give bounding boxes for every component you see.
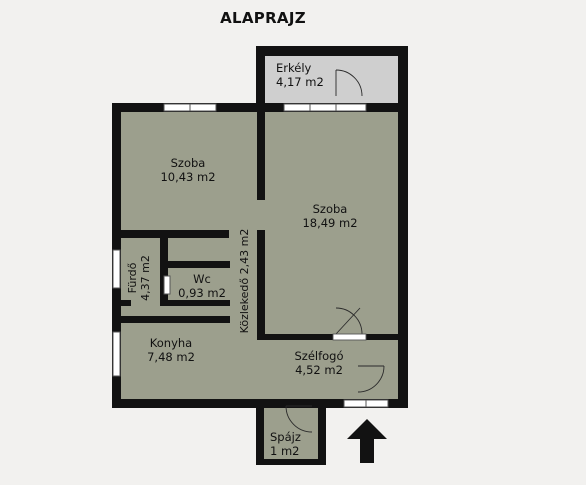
room-area: 4,52 m2 (295, 363, 343, 377)
page-title: ALAPRAJZ (220, 9, 306, 27)
room-area: 4,17 m2 (276, 75, 324, 89)
room-area: 10,43 m2 (160, 170, 216, 184)
room-label-spajz: Spájz 1 m2 (270, 430, 301, 458)
room-name: Konyha (149, 336, 193, 350)
room-area: 4,37 m2 (139, 255, 152, 301)
room-name: Erkély (276, 61, 312, 75)
doors (285, 69, 385, 433)
windows (112, 103, 389, 408)
room-area: 18,49 m2 (302, 216, 358, 230)
room-name: Spájz (270, 430, 301, 444)
room-name: Wc (193, 272, 211, 286)
balcony-floor (262, 54, 400, 104)
room-area: 1 m2 (270, 444, 300, 458)
room-label-szoba-large: Szoba 18,49 m2 (290, 202, 370, 230)
room-label-kozlekedo: Közlekedő 2,43 m2 (238, 221, 252, 341)
room-label-erkely: Erkély 4,17 m2 (276, 61, 324, 89)
pantry-floor (262, 402, 320, 464)
room-label-szoba-small: Szoba 10,43 m2 (148, 156, 228, 184)
room-area: 7,48 m2 (147, 350, 195, 364)
room-area: 0,93 m2 (178, 286, 226, 300)
room-label-wc: Wc 0,93 m2 (172, 272, 232, 300)
room-area: 2,43 m2 (238, 228, 251, 275)
room-name: Szoba (312, 202, 348, 216)
entrance-arrow-icon (347, 419, 387, 463)
room-name: Szélfogó (294, 349, 344, 363)
room-name: Közlekedő (238, 277, 251, 334)
room-label-furdo: Fürdő 4,37 m2 (126, 248, 154, 308)
room-name: Szoba (170, 156, 206, 170)
room-label-szelfogo: Szélfogó 4,52 m2 (281, 349, 357, 377)
room-label-konyha: Konyha 7,48 m2 (136, 336, 206, 364)
room-name: Fürdő (126, 262, 139, 294)
